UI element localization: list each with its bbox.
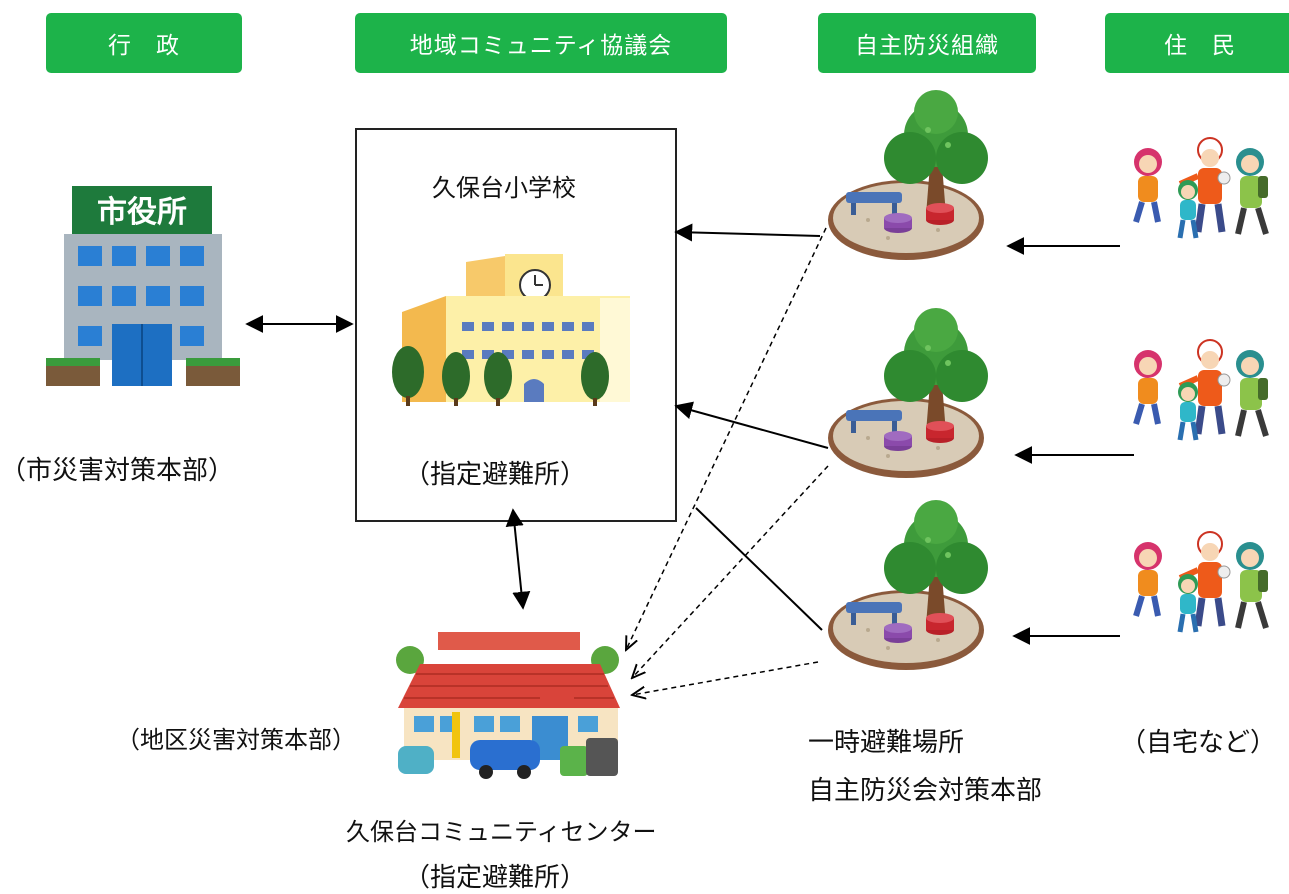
community-center-icon bbox=[396, 632, 620, 779]
school-icon bbox=[392, 254, 630, 406]
school-role-label: （指定避難所） bbox=[404, 460, 587, 490]
school-name-label: 久保台小学校 bbox=[432, 174, 576, 202]
header-council: 地域コミュニティ協議会 bbox=[355, 13, 727, 73]
temp-site-label-1: 一時避難場所 bbox=[808, 728, 965, 758]
header-gov: 行 政 bbox=[46, 13, 242, 73]
park-icon bbox=[828, 90, 988, 670]
city-hall-sign: 市役所 bbox=[97, 195, 187, 230]
district-hq-label: （地区災害対策本部） bbox=[116, 726, 356, 754]
temp-site-label-2: 自主防災会対策本部 bbox=[808, 776, 1043, 806]
home-label: （自宅など） bbox=[1120, 728, 1277, 758]
center-role-label: （指定避難所） bbox=[404, 863, 587, 893]
arrows bbox=[245, 223, 1134, 695]
header-disaster-org: 自主防災組織 bbox=[818, 13, 1036, 73]
evacuee-group-icon bbox=[1134, 138, 1268, 632]
city-hall-icon: 市役所 bbox=[46, 186, 240, 386]
center-name-label: 久保台コミュニティセンター bbox=[346, 818, 657, 846]
city-hq-label: （市災害対策本部） bbox=[0, 456, 235, 486]
header-residents: 住 民 bbox=[1105, 13, 1289, 73]
